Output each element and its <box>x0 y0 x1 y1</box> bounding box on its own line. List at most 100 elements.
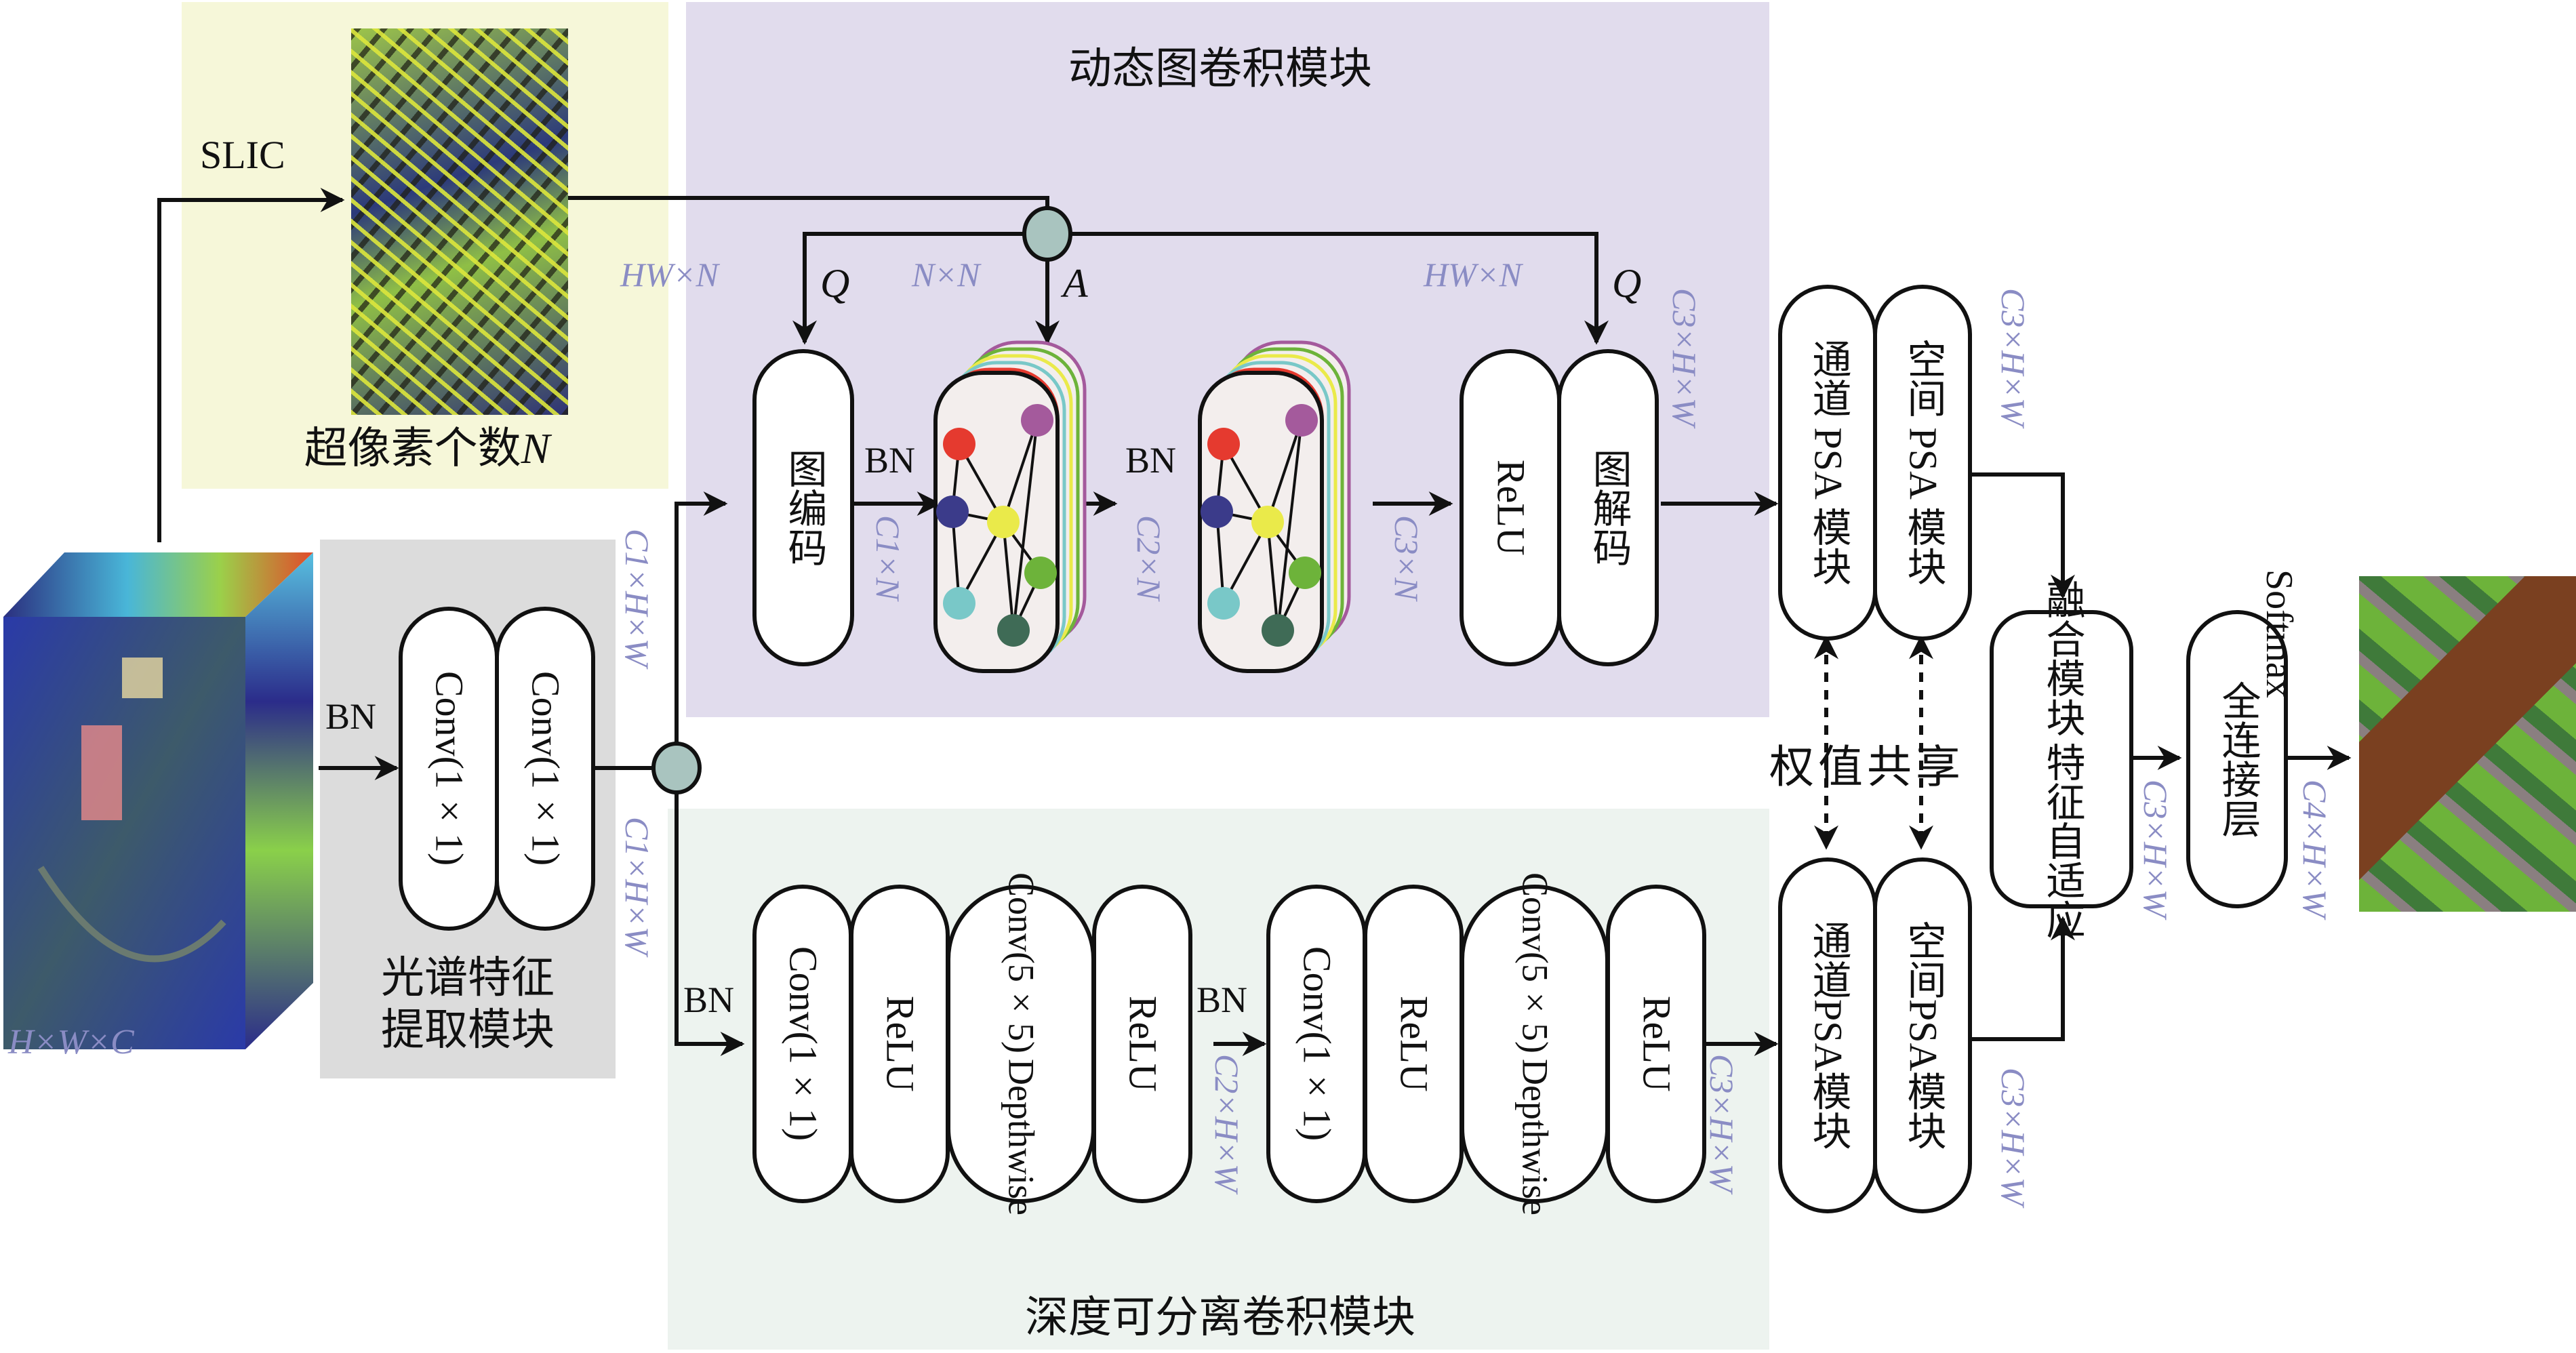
dim-c3hw-psa-top: C3×H×W <box>1994 288 2032 426</box>
graph-relu[interactable]: ReLU <box>1460 349 1561 666</box>
dim-c1hw-upper: C1×H×W <box>618 529 656 667</box>
graph-node <box>943 428 975 460</box>
graph-node <box>1207 428 1240 460</box>
graph-decoder[interactable]: 图解码 <box>1557 349 1659 666</box>
line-junction-right <box>1063 232 1609 345</box>
dim-c1n: C1×N <box>869 515 907 601</box>
dim-c3hw-top: C3×H×W <box>1666 288 1704 426</box>
dim-c3hw-psa-bottom: C3×H×W <box>1994 1068 2032 1206</box>
graph-encoder[interactable]: 图编码 <box>752 349 854 666</box>
cube-side-face <box>245 552 313 1049</box>
depth1-dwconv-label: Depthwise Conv(5×5) <box>1001 872 1042 1215</box>
graph-node <box>1207 587 1240 620</box>
dim-c3hw-depth: C3×H×W <box>1703 1054 1741 1192</box>
spectral-conv-2[interactable]: Conv(1×1) <box>495 607 595 931</box>
graph-node <box>987 506 1020 538</box>
dynamic-graph-title: 动态图卷积模块 <box>1068 45 1372 93</box>
weight-share-label: 权值共享 <box>1769 743 1965 792</box>
depth2-relu-a[interactable]: ReLU <box>1363 885 1464 1203</box>
graph-node <box>1201 496 1233 528</box>
bn-label-depth-1: BN <box>683 980 735 1020</box>
bn-label-graph-1: BN <box>864 440 916 481</box>
depth2-conv-label: Conv(1×1) <box>1295 946 1340 1142</box>
dim-hw-n-right: HW×N <box>1424 256 1522 294</box>
graph-node <box>1289 557 1321 589</box>
fusion-label: 特征自适应 融合模块 <box>2040 580 2085 939</box>
input-dim-label: H×W×C <box>8 1023 134 1062</box>
junction-node-split <box>651 742 702 794</box>
graph-encoder-label: 图编码 <box>782 449 826 567</box>
pill-label-line-2: Conv(5×5) <box>1001 872 1042 1054</box>
psa-bottom-spatial[interactable]: 空间PSA模块 <box>1873 857 1972 1213</box>
graph-node <box>997 614 1030 647</box>
graph-node <box>943 587 975 620</box>
depth1-dwconv[interactable]: Depthwise Conv(5×5) <box>946 872 1095 1215</box>
superpixel-caption-var: N <box>521 424 550 472</box>
superpixel-caption: 超像素个数N <box>258 427 597 470</box>
line-junction-left <box>792 232 1032 345</box>
graph-node <box>1251 506 1284 538</box>
spectral-caption-line2: 提取模块 <box>381 1005 555 1054</box>
dim-n-n: N×N <box>912 256 980 294</box>
depth1-relu-b-label: ReLU <box>1121 996 1165 1092</box>
psa-bottom-channel[interactable]: 通道PSA模块 <box>1778 857 1877 1213</box>
dim-c2hw: C2×H×W <box>1208 1054 1246 1192</box>
depth2-conv[interactable]: Conv(1×1) <box>1266 885 1367 1203</box>
depth1-relu-b[interactable]: ReLU <box>1092 885 1192 1203</box>
graph-node <box>1262 614 1294 647</box>
dim-c3hw-fusion: C3×H×W <box>2137 780 2175 918</box>
fusion-label-line2: 融合模块 <box>2040 580 2085 737</box>
graph-node <box>1285 404 1318 437</box>
arrow-input-to-slic <box>157 188 345 542</box>
depth2-dwconv[interactable]: Depthwise Conv(5×5) <box>1460 872 1609 1215</box>
depthwise-title: 深度可分离卷积模块 <box>1025 1293 1415 1341</box>
bn-label-spectral: BN <box>325 696 377 737</box>
cube-top-face <box>3 552 313 617</box>
hyperspectral-cube <box>0 542 319 1051</box>
graph-decoder-label: 图解码 <box>1586 449 1631 567</box>
fusion-module[interactable]: 特征自适应 融合模块 <box>1990 580 2133 939</box>
arrow-junction2-down <box>675 784 745 1056</box>
q-right-label: Q <box>1612 261 1642 306</box>
depth1-relu-a-label: ReLU <box>878 996 923 1092</box>
pill-label-line-1: Depthwise <box>1001 1059 1042 1215</box>
line-superpixel-to-junction <box>568 196 1049 224</box>
fc-layer[interactable]: 全连接层 <box>2186 610 2288 908</box>
psa-top-spatial[interactable]: 空间 PSA 模块 <box>1873 285 1972 641</box>
slic-label: SLIC <box>200 133 285 177</box>
psa-top-channel[interactable]: 通道 PSA 模块 <box>1778 285 1877 641</box>
dim-c4hw: C4×H×W <box>2296 780 2334 918</box>
psa-bottom-channel-label: 通道PSA模块 <box>1806 921 1851 1150</box>
depth1-conv[interactable]: Conv(1×1) <box>752 885 853 1203</box>
depth1-conv-label: Conv(1×1) <box>781 946 826 1142</box>
gcn-stack-2 <box>1198 340 1351 673</box>
gcn-stack-1 <box>933 340 1087 673</box>
graph-node <box>1021 404 1053 437</box>
depth2-relu-b-label: ReLU <box>1634 996 1679 1092</box>
spectral-conv-1-label: Conv(1×1) <box>427 671 472 866</box>
graph-node <box>1024 557 1057 589</box>
dim-c3n: C3×N <box>1388 515 1426 601</box>
depth2-relu-b[interactable]: ReLU <box>1606 885 1706 1203</box>
q-left-label: Q <box>820 261 850 306</box>
bn-label-graph-2: BN <box>1125 440 1177 481</box>
psa-bottom-spatial-label: 空间PSA模块 <box>1901 921 1946 1150</box>
spectral-conv-1[interactable]: Conv(1×1) <box>399 607 499 931</box>
pill-label-line-1: Depthwise <box>1514 1059 1556 1215</box>
pill-label-line-2: Conv(5×5) <box>1514 872 1556 1054</box>
depth1-relu-a[interactable]: ReLU <box>849 885 950 1203</box>
spectral-caption: 光谱特征 提取模块 <box>325 952 610 1057</box>
dim-c1hw-lower: C1×H×W <box>618 817 656 955</box>
superpixel-image <box>351 28 568 415</box>
spectral-caption-line1: 光谱特征 <box>381 954 555 1002</box>
classification-map <box>2359 576 2576 912</box>
graph-node <box>936 496 969 528</box>
spectral-conv-2-label: Conv(1×1) <box>523 671 568 866</box>
psa-top-spatial-label: 空间 PSA 模块 <box>1901 339 1946 586</box>
softmax-label: Softmax <box>2258 569 2300 698</box>
arrow-psa-top-to-fusion <box>1969 472 2075 599</box>
graph-relu-label: ReLU <box>1489 460 1533 556</box>
arrow-junction2-up <box>675 491 728 752</box>
arrow-psa-bottom-to-fusion <box>1969 916 2075 1041</box>
